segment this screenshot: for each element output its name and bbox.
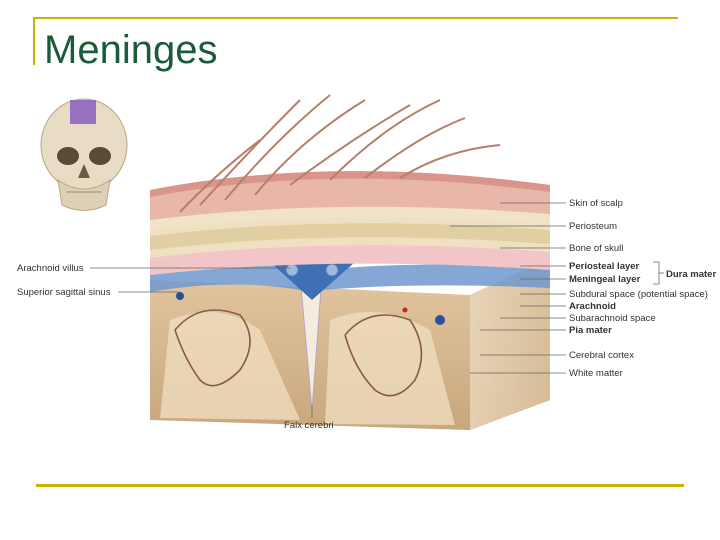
label-meningeal-layer: Meningeal layer xyxy=(569,274,641,285)
label-pia-mater: Pia mater xyxy=(569,325,612,336)
frame-left-line xyxy=(33,17,35,65)
label-subarachnoid-space: Subarachnoid space xyxy=(569,313,656,324)
label-superior-sagittal-sinus: Superior sagittal sinus xyxy=(17,287,111,298)
label-arachnoid-villus: Arachnoid villus xyxy=(17,263,84,274)
label-falx-cerebri: Falx cerebri xyxy=(284,420,334,431)
label-skin-of-scalp: Skin of scalp xyxy=(569,198,623,209)
frame-top-line xyxy=(33,17,678,19)
label-subdural-space: Subdural space (potential space) xyxy=(569,289,708,300)
label-periosteal-layer: Periosteal layer xyxy=(569,261,640,272)
skull-icon xyxy=(40,98,128,211)
label-periosteum: Periosteum xyxy=(569,221,617,232)
figure-labels: Skin of scalp Periosteum Bone of skull P… xyxy=(17,198,716,431)
label-bone-of-skull: Bone of skull xyxy=(569,243,623,254)
label-dura-mater: Dura mater xyxy=(666,269,716,280)
label-cerebral-cortex: Cerebral cortex xyxy=(569,350,634,361)
meningeal-layers xyxy=(150,171,550,275)
label-arachnoid: Arachnoid xyxy=(569,301,616,312)
leader-lines xyxy=(90,202,664,418)
tissue-block xyxy=(150,258,550,430)
label-white-matter: White matter xyxy=(569,368,623,379)
hair-strands xyxy=(179,94,501,213)
slide-title: Meninges xyxy=(44,28,218,72)
frame-bottom-line xyxy=(36,484,684,487)
